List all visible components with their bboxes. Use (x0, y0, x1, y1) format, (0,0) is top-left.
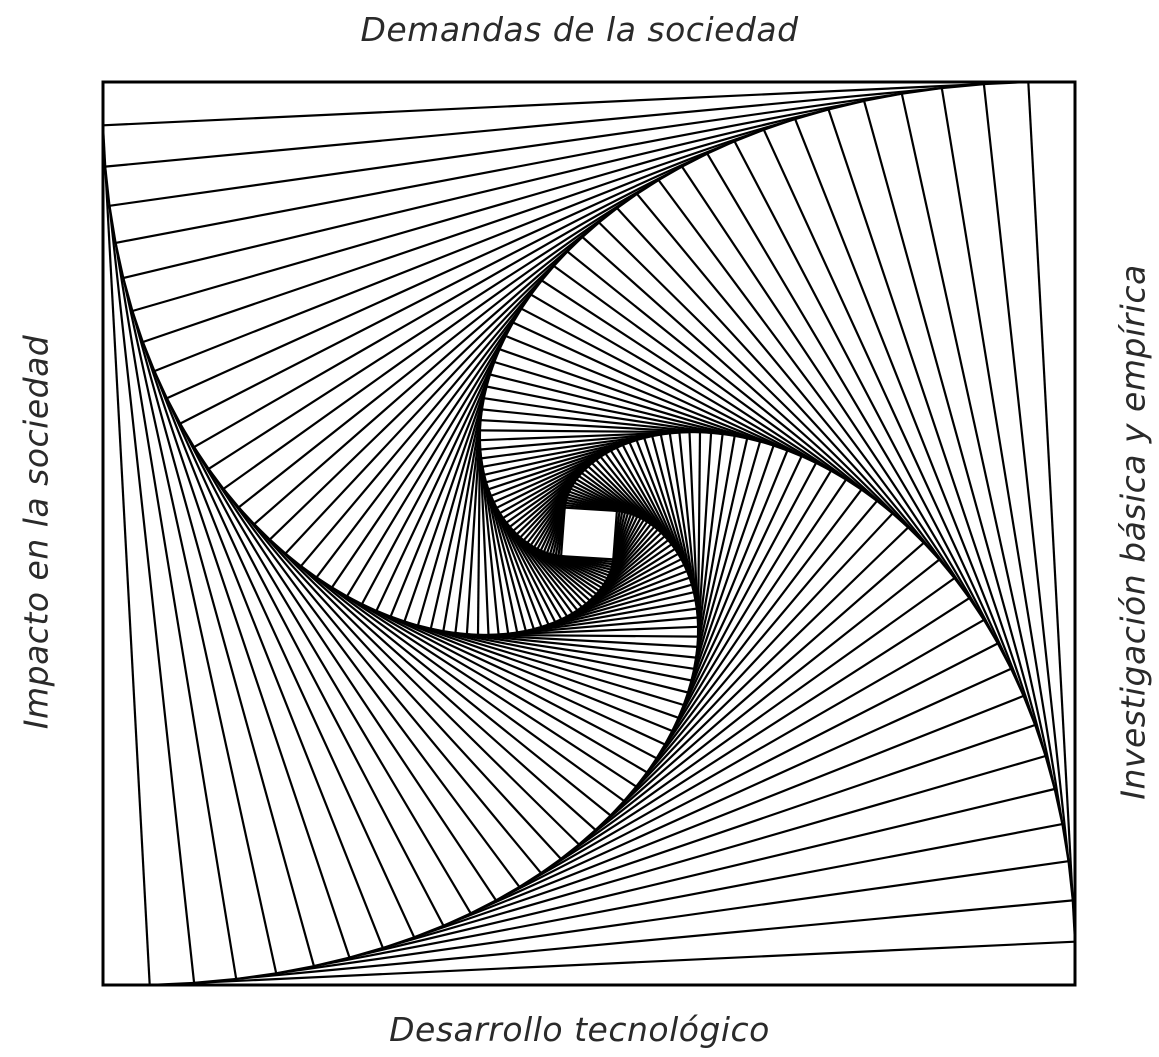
spiral-line (194, 900, 1073, 983)
spiral-line (105, 84, 984, 167)
spiral-lines-group (103, 82, 1075, 985)
spiral-line (984, 84, 1073, 900)
spiral-line (829, 109, 1046, 756)
spiral-line (116, 94, 902, 243)
spiral-line (103, 125, 150, 985)
spiral-line (350, 756, 1046, 958)
spiral-line (902, 94, 1063, 824)
spiral-line (276, 824, 1062, 973)
spiral-line (132, 109, 828, 311)
spiral-line (132, 311, 349, 958)
spiral-line (105, 167, 194, 983)
spiral-line (116, 243, 277, 973)
spiral-line (1028, 82, 1075, 942)
spiral-line (103, 82, 1028, 125)
spiral-line (150, 942, 1075, 985)
